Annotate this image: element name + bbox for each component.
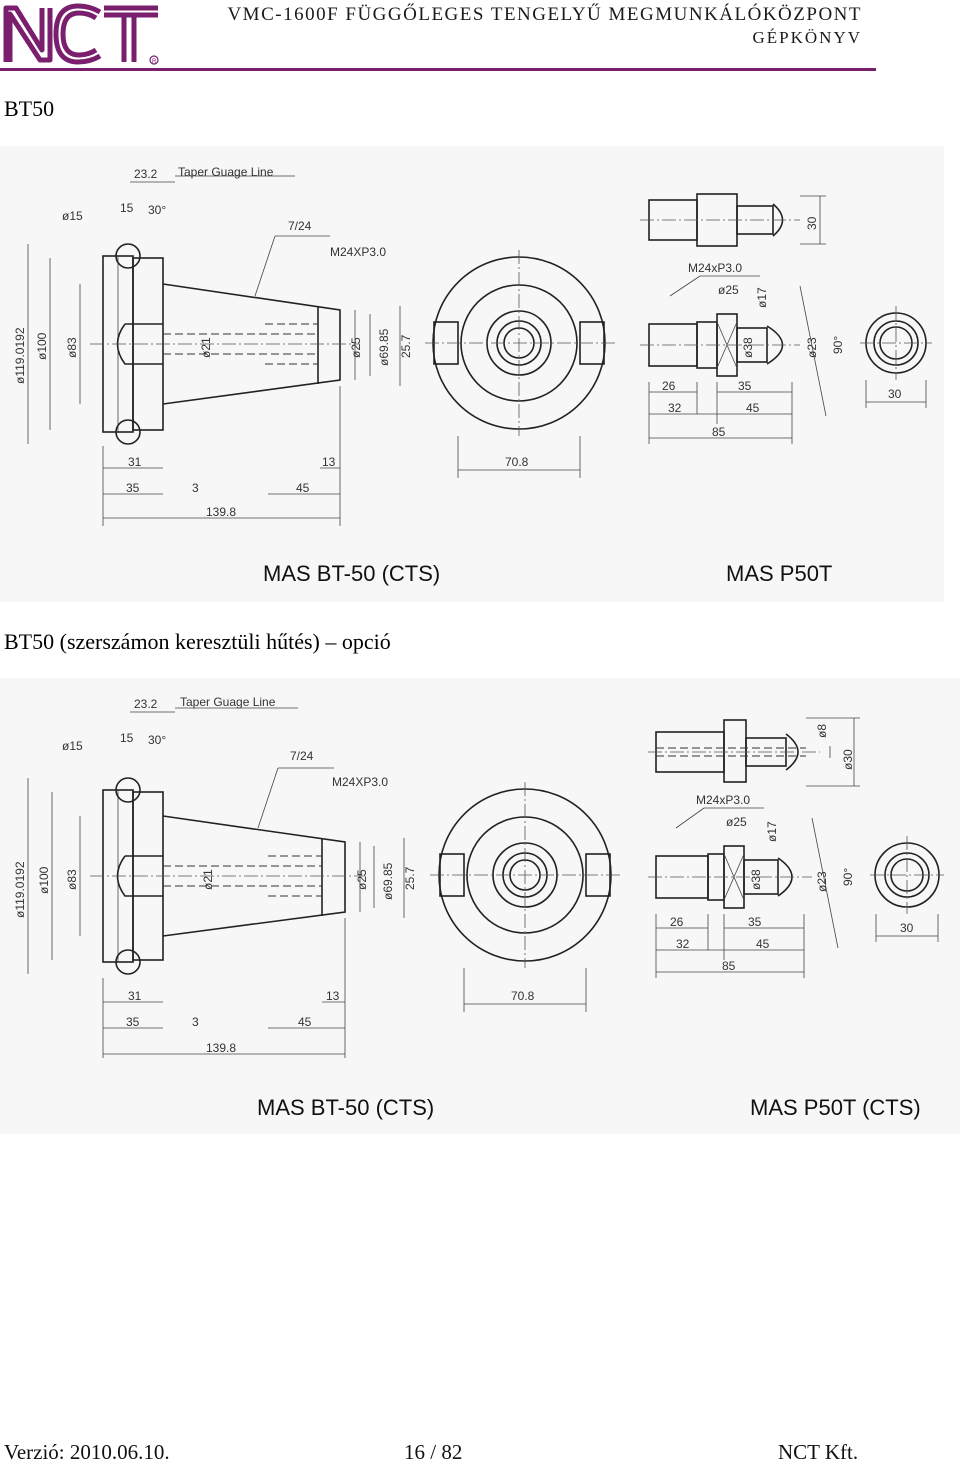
dim-text: ø83: [65, 869, 79, 890]
dim-text: 90°: [831, 336, 845, 354]
dim-text: 3: [192, 1015, 199, 1029]
version-label: Verzió: 2010.06.10.: [4, 1440, 170, 1464]
header-divider: [0, 68, 876, 71]
dim-text: Taper Guage Line: [178, 165, 274, 179]
dim-text: 85: [712, 425, 726, 439]
dim-text: 70.8: [511, 989, 535, 1003]
tool-holder-front-view: [425, 250, 615, 478]
dim-text: 26: [662, 379, 676, 393]
dim-text: M24XP3.0: [330, 245, 386, 259]
drawing-bt50: 23.2 Taper Guage Line 15 30° ø15 7/24 M2…: [0, 146, 944, 602]
page-footer: Verzió: 2010.06.10. 16 / 82 NCT Kft.: [0, 1440, 960, 1464]
dim-text: ø69.85: [381, 862, 395, 900]
nct-logo: R: [3, 3, 159, 65]
dim-text: ø21: [201, 869, 215, 890]
dim-text: 30°: [148, 733, 166, 747]
dim-text: 35: [126, 1015, 140, 1029]
section-heading-bt50: BT50: [4, 96, 55, 121]
caption-left: MAS BT-50 (CTS): [263, 561, 440, 586]
dim-text: ø119.0192: [13, 327, 27, 384]
page-number: 16 / 82: [404, 1440, 463, 1464]
dim-text: 31: [128, 989, 142, 1003]
dim-text: 30°: [148, 203, 166, 217]
dim-text: ø15: [62, 739, 83, 753]
tool-holder-side-view: [27, 707, 405, 1058]
dim-text: ø38: [741, 337, 755, 358]
caption-right: MAS P50T: [726, 561, 832, 586]
dim-text: 139.8: [206, 505, 236, 519]
dim-text: 45: [746, 401, 760, 415]
drawing-bt50-cts: 23.2 Taper Guage Line 15 30° ø15 7/24 M2…: [0, 678, 960, 1134]
caption-left: MAS BT-50 (CTS): [257, 1095, 434, 1120]
dim-text: ø119.0192: [13, 861, 27, 918]
dim-text: 32: [668, 401, 682, 415]
dim-text: M24xP3.0: [688, 261, 742, 275]
pull-stud-views: [640, 193, 932, 444]
document-title: VMC-1600F FÜGGŐLEGES TENGELYŰ MEGMUNKÁLÓ…: [227, 4, 862, 25]
dim-text: 15: [120, 201, 134, 215]
dim-text: 35: [738, 379, 752, 393]
dim-text: 31: [128, 455, 142, 469]
page-header: R VMC-1600F FÜGGŐLEGES TENGELYŰ MEGMUNKÁ…: [0, 0, 878, 72]
dim-text: ø83: [65, 337, 79, 358]
dim-text: ø25: [726, 815, 747, 829]
dim-text: ø17: [755, 287, 769, 308]
dim-text: ø69.85: [377, 328, 391, 366]
dim-text: ø38: [749, 869, 763, 890]
dim-text: ø17: [765, 821, 779, 842]
dim-text: ø100: [35, 332, 49, 360]
pull-stud-views: [648, 717, 944, 978]
tool-holder-side-view: [27, 175, 401, 526]
caption-right: MAS P50T (CTS): [750, 1095, 921, 1120]
dim-text: 35: [748, 915, 762, 929]
dim-text: ø21: [199, 337, 213, 358]
dim-text: 23.2: [134, 697, 158, 711]
dim-text: 25.7: [403, 866, 417, 890]
dim-text: 7/24: [290, 749, 314, 763]
dim-text: ø8: [815, 724, 829, 738]
dim-text: 139.8: [206, 1041, 236, 1055]
dim-text: 3: [192, 481, 199, 495]
dim-text: 90°: [841, 868, 855, 886]
dim-text: 25.7: [399, 334, 413, 358]
dim-text: 30: [900, 921, 914, 935]
dim-text: M24XP3.0: [332, 775, 388, 789]
dim-text: ø15: [62, 209, 83, 223]
dim-text: 45: [298, 1015, 312, 1029]
section-heading-bt50-cts: BT50 (szerszámon keresztüli hűtés) – opc…: [4, 629, 391, 654]
tool-holder-front-view: [430, 782, 620, 1012]
company-name: NCT Kft.: [778, 1440, 859, 1464]
dim-text: ø25: [718, 283, 739, 297]
dim-text: ø23: [815, 871, 829, 892]
dim-text: ø100: [37, 866, 51, 894]
document-subtitle: GÉPKÖNYV: [752, 28, 862, 47]
dim-text: ø23: [805, 337, 819, 358]
dim-text: 30: [805, 216, 819, 230]
dim-text: M24xP3.0: [696, 793, 750, 807]
svg-text:R: R: [152, 59, 157, 65]
dim-text: 26: [670, 915, 684, 929]
dim-text: 45: [756, 937, 770, 951]
dim-text: 23.2: [134, 167, 158, 181]
dim-text: 15: [120, 731, 134, 745]
dim-text: ø25: [349, 337, 363, 358]
dim-text: 7/24: [288, 219, 312, 233]
dim-text: 70.8: [505, 455, 529, 469]
dim-text: 35: [126, 481, 140, 495]
dim-text: 32: [676, 937, 690, 951]
dim-text: ø25: [355, 869, 369, 890]
dim-text: Taper Guage Line: [180, 695, 276, 709]
dim-text: 45: [296, 481, 310, 495]
dim-text: 85: [722, 959, 736, 973]
dim-text: 13: [322, 455, 336, 469]
dim-text: ø30: [841, 749, 855, 770]
dim-text: 13: [326, 989, 340, 1003]
dim-text: 30: [888, 387, 902, 401]
